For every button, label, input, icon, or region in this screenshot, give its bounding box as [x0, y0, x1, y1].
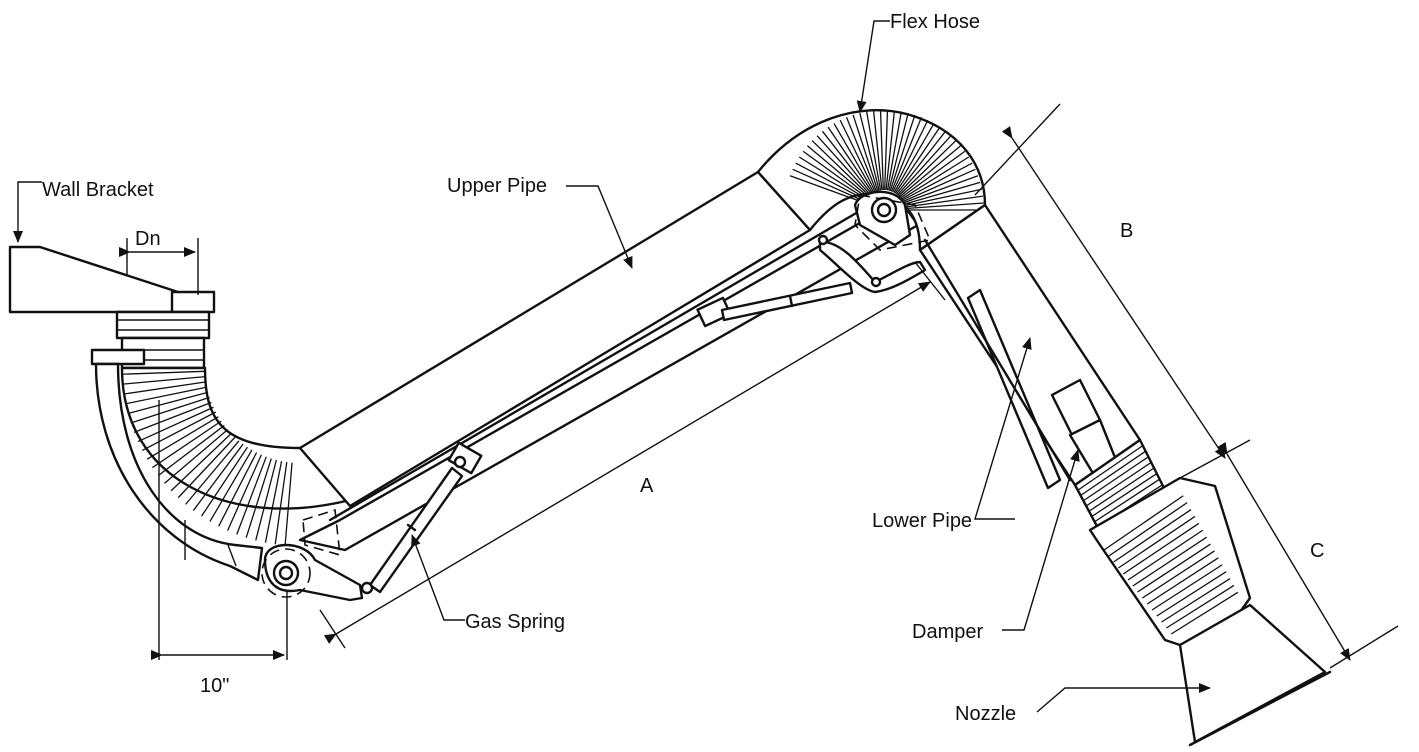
dimension-a: A	[319, 261, 946, 649]
dimension-dn: Dn	[119, 228, 199, 295]
label-wall-bracket: Wall Bracket	[42, 179, 154, 201]
upper-pipe	[298, 170, 864, 532]
label-damper: Damper	[912, 621, 983, 643]
label-dn: Dn	[135, 228, 161, 250]
dimension-c: C	[1217, 441, 1399, 669]
leader-flex-hose: Flex Hose	[856, 11, 980, 113]
label-flex-hose: Flex Hose	[890, 11, 980, 33]
leader-nozzle: Nozzle	[955, 683, 1211, 725]
leader-wall-bracket: Wall Bracket	[13, 179, 154, 243]
label-nozzle: Nozzle	[955, 703, 1016, 725]
label-upper-pipe: Upper Pipe	[447, 175, 547, 197]
label-ten-inch: 10"	[200, 675, 229, 697]
base-pivot	[261, 543, 364, 602]
leader-damper: Damper	[912, 449, 1080, 643]
leader-lower-pipe: Lower Pipe	[872, 337, 1032, 532]
label-c: C	[1310, 540, 1324, 562]
base-support-arm	[94, 362, 264, 582]
wall-bracket	[8, 245, 216, 340]
label-gas-spring: Gas Spring	[465, 611, 565, 633]
dimension-ten-inch: 10"	[151, 400, 288, 697]
upper-flex-hose	[756, 108, 987, 252]
label-a: A	[640, 475, 654, 497]
leader-gas-spring: Gas Spring	[411, 534, 565, 633]
label-b: B	[1120, 220, 1133, 242]
label-lower-pipe: Lower Pipe	[872, 510, 972, 532]
leader-upper-pipe: Upper Pipe	[447, 175, 633, 269]
hood-collar	[1073, 438, 1252, 647]
